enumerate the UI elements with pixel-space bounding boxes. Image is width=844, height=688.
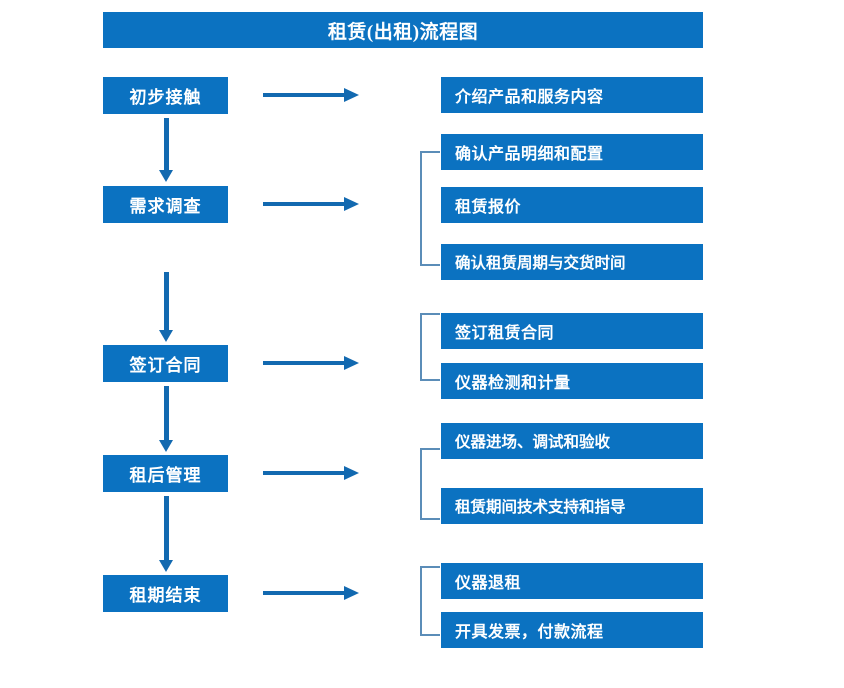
arrow-head [344, 466, 359, 480]
group-bracket-stage-5 [420, 566, 440, 636]
arrow-shaft [164, 118, 169, 171]
arrow-shaft [263, 591, 345, 595]
group-bracket-stage-2 [420, 151, 440, 266]
detail-box-10[interactable]: 开具发票，付款流程 [441, 612, 703, 648]
arrow-shaft [164, 386, 169, 441]
stage-box-5[interactable]: 租期结束 [103, 575, 228, 612]
vertical-arrow-4-to-5 [159, 496, 174, 572]
arrow-head [344, 88, 359, 102]
detail-box-2[interactable]: 确认产品明细和配置 [441, 134, 703, 170]
vertical-arrow-1-to-2 [159, 118, 174, 182]
arrow-shaft [263, 93, 345, 97]
detail-box-3[interactable]: 租赁报价 [441, 187, 703, 223]
arrow-head [344, 356, 359, 370]
stage-box-2[interactable]: 需求调查 [103, 186, 228, 223]
arrow-head [159, 330, 173, 342]
detail-box-9[interactable]: 仪器退租 [441, 563, 703, 599]
detail-box-1[interactable]: 介绍产品和服务内容 [441, 77, 703, 113]
detail-box-7[interactable]: 仪器进场、调试和验收 [441, 423, 703, 459]
stage-box-1[interactable]: 初步接触 [103, 77, 228, 114]
page-title: 租赁(出租)流程图 [103, 12, 703, 48]
arrow-head [159, 440, 173, 452]
detail-box-6[interactable]: 仪器检测和计量 [441, 363, 703, 399]
horizontal-arrow-stage-1 [263, 88, 359, 102]
horizontal-arrow-stage-5 [263, 586, 359, 600]
group-bracket-stage-4 [420, 448, 440, 520]
group-bracket-stage-3 [420, 313, 440, 381]
vertical-arrow-2-to-3 [159, 272, 174, 342]
arrow-shaft [164, 272, 169, 331]
horizontal-arrow-stage-4 [263, 466, 359, 480]
arrow-shaft [263, 361, 345, 365]
detail-box-5[interactable]: 签订租赁合同 [441, 313, 703, 349]
arrow-head [344, 586, 359, 600]
arrow-head [159, 560, 173, 572]
arrow-shaft [263, 202, 345, 206]
arrow-shaft [164, 496, 169, 561]
detail-box-4[interactable]: 确认租赁周期与交货时间 [441, 244, 703, 280]
stage-box-3[interactable]: 签订合同 [103, 345, 228, 382]
vertical-arrow-3-to-4 [159, 386, 174, 452]
arrow-shaft [263, 471, 345, 475]
stage-box-4[interactable]: 租后管理 [103, 455, 228, 492]
detail-box-8[interactable]: 租赁期间技术支持和指导 [441, 488, 703, 524]
horizontal-arrow-stage-2 [263, 197, 359, 211]
arrow-head [344, 197, 359, 211]
arrow-head [159, 170, 173, 182]
horizontal-arrow-stage-3 [263, 356, 359, 370]
